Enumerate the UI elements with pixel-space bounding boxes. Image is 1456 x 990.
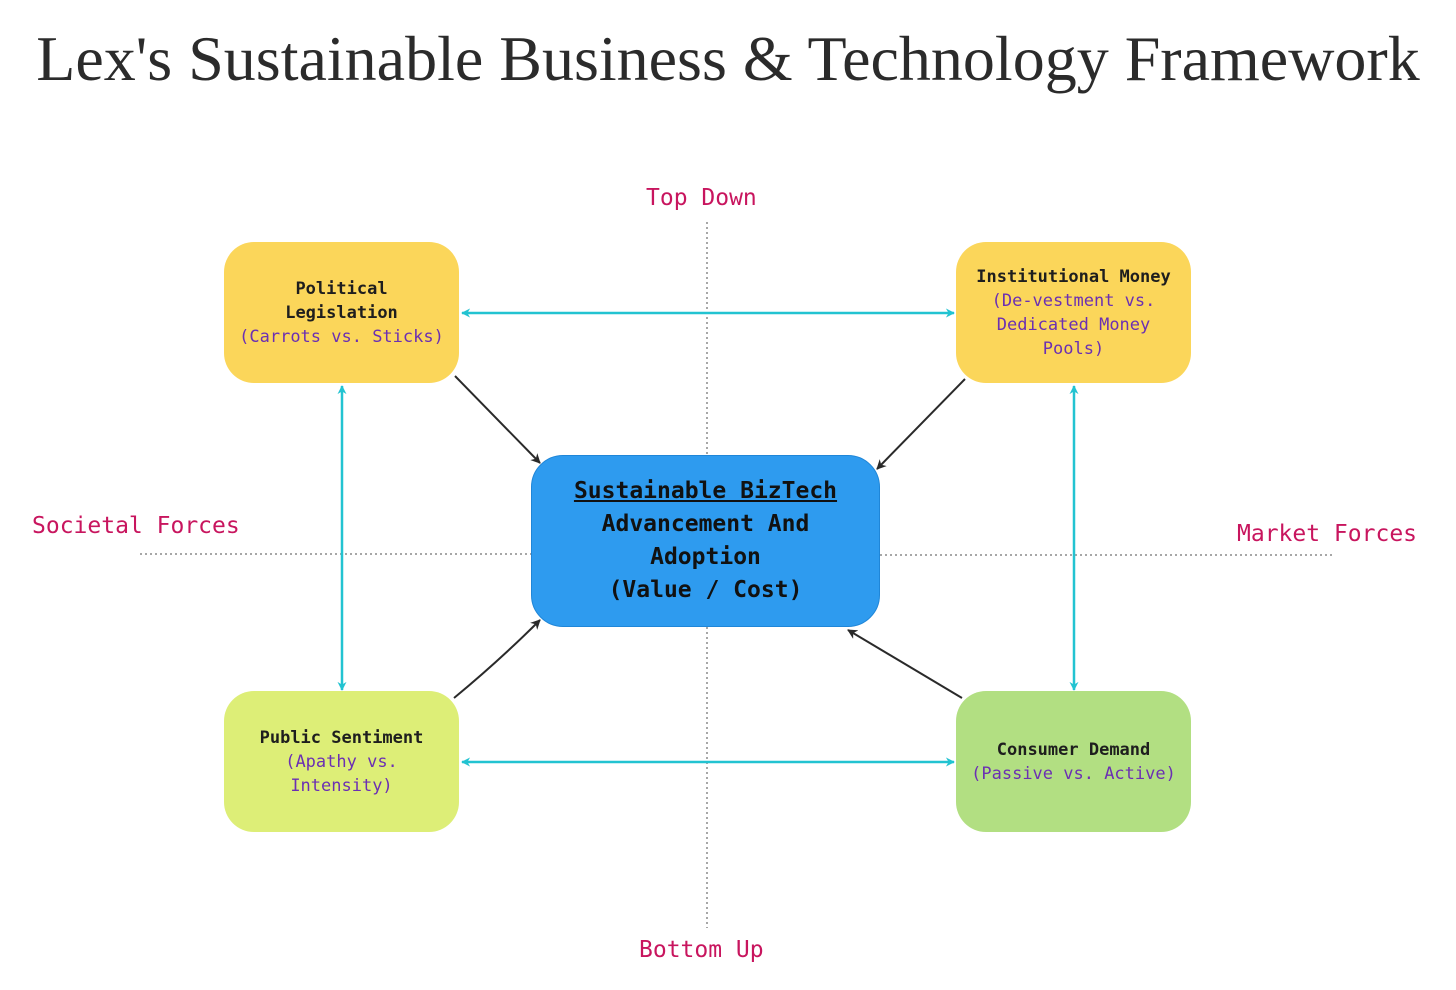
node-political-name-line2: Legislation (285, 302, 398, 323)
node-public-sentiment: Public Sentiment (Apathy vs. Intensity) (224, 691, 459, 832)
node-public-sub-line1: (Apathy vs. (285, 751, 398, 772)
axis-label-left: Societal Forces (32, 513, 240, 539)
node-institutional-sub-line2: Dedicated Money (996, 314, 1151, 335)
arrow-political-to-center (454, 375, 541, 464)
node-consumer-demand: Consumer Demand (Passive vs. Active) (956, 691, 1191, 832)
arrow-institutional-to-center (876, 378, 966, 470)
node-political-sub-line1: (Carrots vs. Sticks) (239, 326, 444, 347)
node-political-name-line1: Political (295, 278, 388, 299)
node-center-line4: (Value / Cost) (608, 577, 803, 603)
node-institutional-sub-line3: Pools) (1042, 338, 1105, 359)
node-center-biztech: Sustainable BizTech Advancement And Adop… (531, 455, 880, 627)
node-political-legislation: Political Legislation (Carrots vs. Stick… (224, 242, 459, 383)
node-center-line3: Adoption (650, 544, 761, 570)
node-center-heading: Sustainable BizTech (573, 478, 838, 504)
node-consumer-sub-line1: (Passive vs. Active) (971, 763, 1176, 784)
node-institutional-sub-line1: (De-vestment vs. (991, 290, 1156, 311)
arrow-public-to-center (453, 619, 541, 699)
arrow-consumer-to-center (847, 629, 963, 699)
axis-label-right: Market Forces (1237, 521, 1418, 547)
node-institutional-money: Institutional Money (De-vestment vs. Ded… (956, 242, 1191, 383)
node-consumer-name-line1: Consumer Demand (996, 739, 1151, 760)
node-public-name-line1: Public Sentiment (259, 727, 424, 748)
page-title: Lex's Sustainable Business & Technology … (36, 23, 1420, 94)
axis-label-bottom: Bottom Up (639, 937, 764, 963)
axis-label-top: Top Down (646, 185, 757, 211)
node-center-line2: Advancement And (601, 511, 810, 537)
node-public-sub-line2: Intensity) (290, 775, 393, 796)
node-institutional-name-line1: Institutional Money (976, 266, 1171, 287)
